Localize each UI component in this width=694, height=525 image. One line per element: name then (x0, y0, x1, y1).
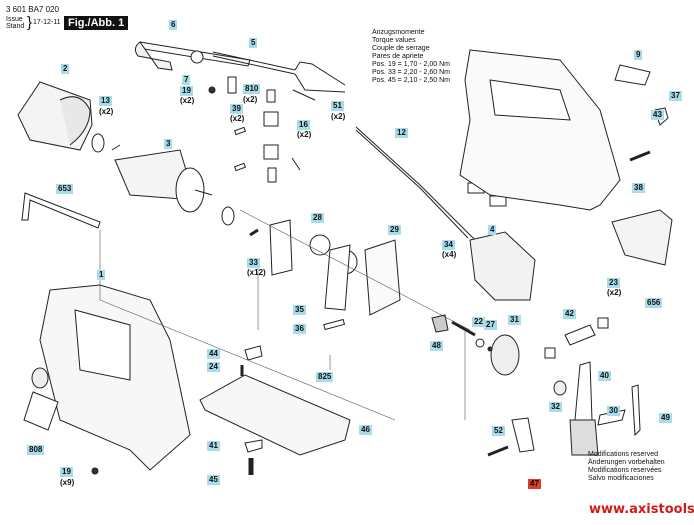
qty-19-x9: (x9) (60, 478, 75, 487)
part-label-34[interactable]: 34 (442, 240, 455, 250)
torque-line: Pos. 33 = 2,20 - 2,60 Nm (372, 69, 451, 76)
part-label-2[interactable]: 2 (61, 64, 70, 74)
part-label-28[interactable]: 28 (311, 213, 324, 223)
qty-810: (x2) (243, 95, 258, 104)
torque-line: Pos. 45 = 2,10 - 2,50 Nm (372, 77, 451, 84)
modifications-line: Änderungen vorbehalten (588, 459, 665, 466)
part-label-19-x9[interactable]: 19 (60, 467, 73, 477)
part-label-9[interactable]: 9 (634, 50, 643, 60)
part-label-1[interactable]: 1 (97, 270, 106, 280)
qty-34: (x4) (442, 250, 457, 259)
issue-stand-label: Issue Stand (6, 16, 24, 30)
part-label-52[interactable]: 52 (492, 426, 505, 436)
modifications-line: Modifications reservées (588, 467, 662, 474)
part-label-24[interactable]: 24 (207, 362, 220, 372)
qty-33: (x12) (247, 268, 266, 277)
part-3-drawing (111, 144, 235, 226)
part-label-3[interactable]: 3 (164, 139, 173, 149)
part-label-47-highlighted[interactable]: 47 (528, 479, 541, 489)
part-label-37[interactable]: 37 (669, 91, 682, 101)
part-1-drawing (31, 284, 191, 471)
part-label-35[interactable]: 35 (293, 305, 306, 315)
qty-19: (x2) (180, 96, 195, 105)
drive-parts-drawing (431, 314, 641, 457)
torque-line: Anzugsmomente (372, 29, 425, 36)
part-19-screw-drawing (91, 467, 99, 475)
modifications-line: Modifications reserved (588, 451, 659, 458)
brush-parts-drawing (208, 76, 316, 183)
qty-16: (x2) (297, 130, 312, 139)
part-label-30[interactable]: 30 (607, 406, 620, 416)
modifications-line: Salvo modificaciones (588, 475, 654, 482)
torque-line: Pos. 19 = 1,70 - 2,00 Nm (372, 61, 451, 68)
part-label-42[interactable]: 42 (563, 309, 576, 319)
part-label-4[interactable]: 4 (488, 225, 497, 235)
qty-51: (x2) (331, 112, 346, 121)
part-label-810[interactable]: 810 (243, 84, 261, 94)
part-2-drawing (17, 81, 105, 153)
part-label-653[interactable]: 653 (56, 184, 74, 194)
part-656-drawing (611, 209, 673, 266)
part-label-19[interactable]: 19 (180, 86, 193, 96)
stand-label: Stand (6, 23, 25, 30)
part-label-12[interactable]: 12 (395, 128, 408, 138)
issue-label: Issue (6, 16, 23, 23)
figure-title: Fig./Abb. 1 (64, 16, 129, 30)
part-label-13[interactable]: 13 (99, 96, 112, 106)
part-label-7[interactable]: 7 (182, 75, 191, 85)
part-label-46[interactable]: 46 (359, 425, 372, 435)
website-link[interactable]: www.axistools.ru (589, 502, 694, 517)
part-653-drawing (21, 192, 101, 229)
torque-values: Anzugsmomente Torque values Couple de se… (372, 29, 450, 85)
part-label-808[interactable]: 808 (27, 445, 45, 455)
brace: } (27, 14, 33, 31)
housing-drawing (459, 49, 669, 211)
part-label-41[interactable]: 41 (207, 441, 220, 451)
part-label-48[interactable]: 48 (430, 341, 443, 351)
part-label-656[interactable]: 656 (645, 298, 663, 308)
part-label-44[interactable]: 44 (207, 349, 220, 359)
part-label-33[interactable]: 33 (247, 258, 260, 268)
part-label-16[interactable]: 16 (297, 120, 310, 130)
part-label-32[interactable]: 32 (549, 402, 562, 412)
torque-line: Pares de apriete (372, 53, 424, 60)
part-4-drawing (469, 231, 536, 301)
part-label-27[interactable]: 27 (484, 320, 497, 330)
torque-line: Couple de serrage (372, 45, 430, 52)
qty-13: (x2) (99, 107, 114, 116)
part-label-825[interactable]: 825 (316, 372, 334, 382)
part-label-43[interactable]: 43 (651, 110, 664, 120)
part-number: 3 601 BA7 020 (6, 5, 59, 14)
part-label-5[interactable]: 5 (249, 38, 258, 48)
part-label-40[interactable]: 40 (598, 371, 611, 381)
gear-mechanism-drawing (249, 219, 401, 331)
part-label-23[interactable]: 23 (607, 278, 620, 288)
part-label-39[interactable]: 39 (230, 104, 243, 114)
part-label-51[interactable]: 51 (331, 101, 344, 111)
issue-date: 17-12-11 (33, 19, 61, 26)
part-label-49[interactable]: 49 (659, 413, 672, 423)
part-label-22[interactable]: 22 (472, 317, 485, 327)
part-label-45[interactable]: 45 (207, 475, 220, 485)
part-5-drawing (212, 51, 346, 93)
part-label-6[interactable]: 6 (169, 20, 178, 30)
part-label-38[interactable]: 38 (632, 183, 645, 193)
qty-23: (x2) (607, 288, 622, 297)
part-808-drawing (23, 391, 59, 431)
torque-line: Torque values (372, 37, 416, 44)
part-46-drawing (199, 345, 351, 475)
qty-39: (x2) (230, 114, 245, 123)
part-label-36[interactable]: 36 (293, 324, 306, 334)
part-label-29[interactable]: 29 (388, 225, 401, 235)
leader-lines (99, 209, 471, 421)
part-6-drawing (134, 41, 251, 71)
modifications-notice: Modifications reserved Änderungen vorbeh… (588, 451, 665, 483)
part-label-31[interactable]: 31 (508, 315, 521, 325)
